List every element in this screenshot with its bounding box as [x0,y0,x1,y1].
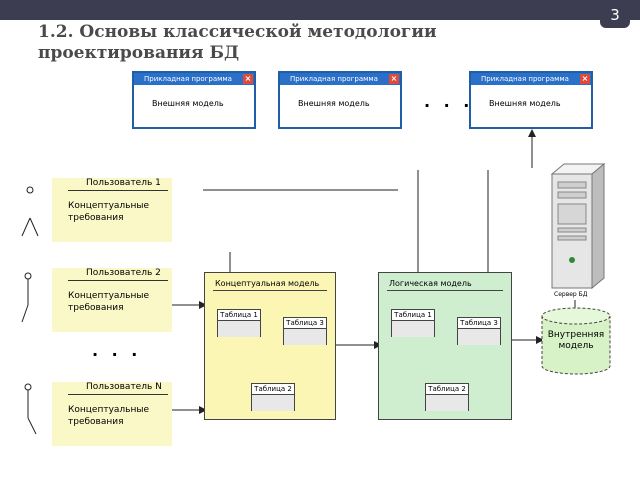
conceptual-table-1: Таблица 1 [217,309,261,337]
table-title: Таблица 2 [426,384,468,395]
divider [68,394,168,395]
logical-table-3: Таблица 3 [457,317,501,345]
conceptual-table-3: Таблица 3 [283,317,327,345]
app-window-title: Прикладная программа [280,73,400,85]
ellipsis-windows: · · · [424,96,474,115]
title-bar [0,0,640,20]
title-line-2: проектирования БД [38,43,240,63]
close-icon[interactable]: × [243,74,253,84]
userN-figure-icon [24,383,37,435]
close-icon[interactable]: × [580,74,590,84]
server-icon [550,162,606,290]
table-title: Таблица 3 [458,318,500,329]
slide-number: 3 [600,4,630,28]
conceptual-table-2: Таблица 2 [251,383,295,411]
table-title: Таблица 2 [252,384,294,395]
user2-requirements-box: Пользователь 2 Концептуальные требования [52,268,172,332]
database-icon [541,307,611,375]
database-label: Внутренняя модель [547,330,605,351]
title-line-1: 1.2. Основы классической методологии [38,22,437,42]
userN-requirements-box: Пользователь N Концептуальные требования [52,382,172,446]
table-title: Таблица 1 [218,310,260,321]
conceptual-model: Концептуальная модель Таблица 1 Таблица … [204,272,336,420]
external-model-label: Внешняя модель [152,99,224,108]
user-name: Пользователь 1 [86,178,161,188]
user-name: Пользователь N [86,382,162,392]
app-window-2: Прикладная программа × Внешняя модель [278,71,402,129]
logical-model-title: Логическая модель [389,279,472,288]
app-window-title: Прикладная программа [134,73,254,85]
user-requirements: Концептуальные требования [68,201,149,223]
conceptual-model-title: Концептуальная модель [215,279,320,288]
logical-table-2: Таблица 2 [425,383,469,411]
app-window-title: Прикладная программа [471,73,591,85]
user-requirements: Концептуальные требования [68,291,149,313]
close-icon[interactable]: × [389,74,399,84]
external-model-label: Внешняя модель [298,99,370,108]
table-title: Таблица 1 [392,310,434,321]
app-window-1: Прикладная программа × Внешняя модель [132,71,256,129]
ellipsis-users: · · · [92,345,142,364]
slide-title: 1.2. Основы классической методологии про… [38,22,558,64]
app-window-3: Прикладная программа × Внешняя модель [469,71,593,129]
user-name: Пользователь 2 [86,268,161,278]
external-model-label: Внешняя модель [489,99,561,108]
logical-model: Логическая модель Таблица 1 Таблица 3 Та… [378,272,512,420]
server-label: Сервер БД [554,291,588,298]
table-title: Таблица 3 [284,318,326,329]
divider [68,280,168,281]
divider [387,290,503,291]
divider [68,190,168,191]
divider [213,290,327,291]
user1-requirements-box: Пользователь 1 Концептуальные требования [52,178,172,242]
user1-figure-icon [21,186,39,237]
user-requirements: Концептуальные требования [68,405,149,427]
logical-table-1: Таблица 1 [391,309,435,337]
user2-figure-icon [21,272,32,323]
